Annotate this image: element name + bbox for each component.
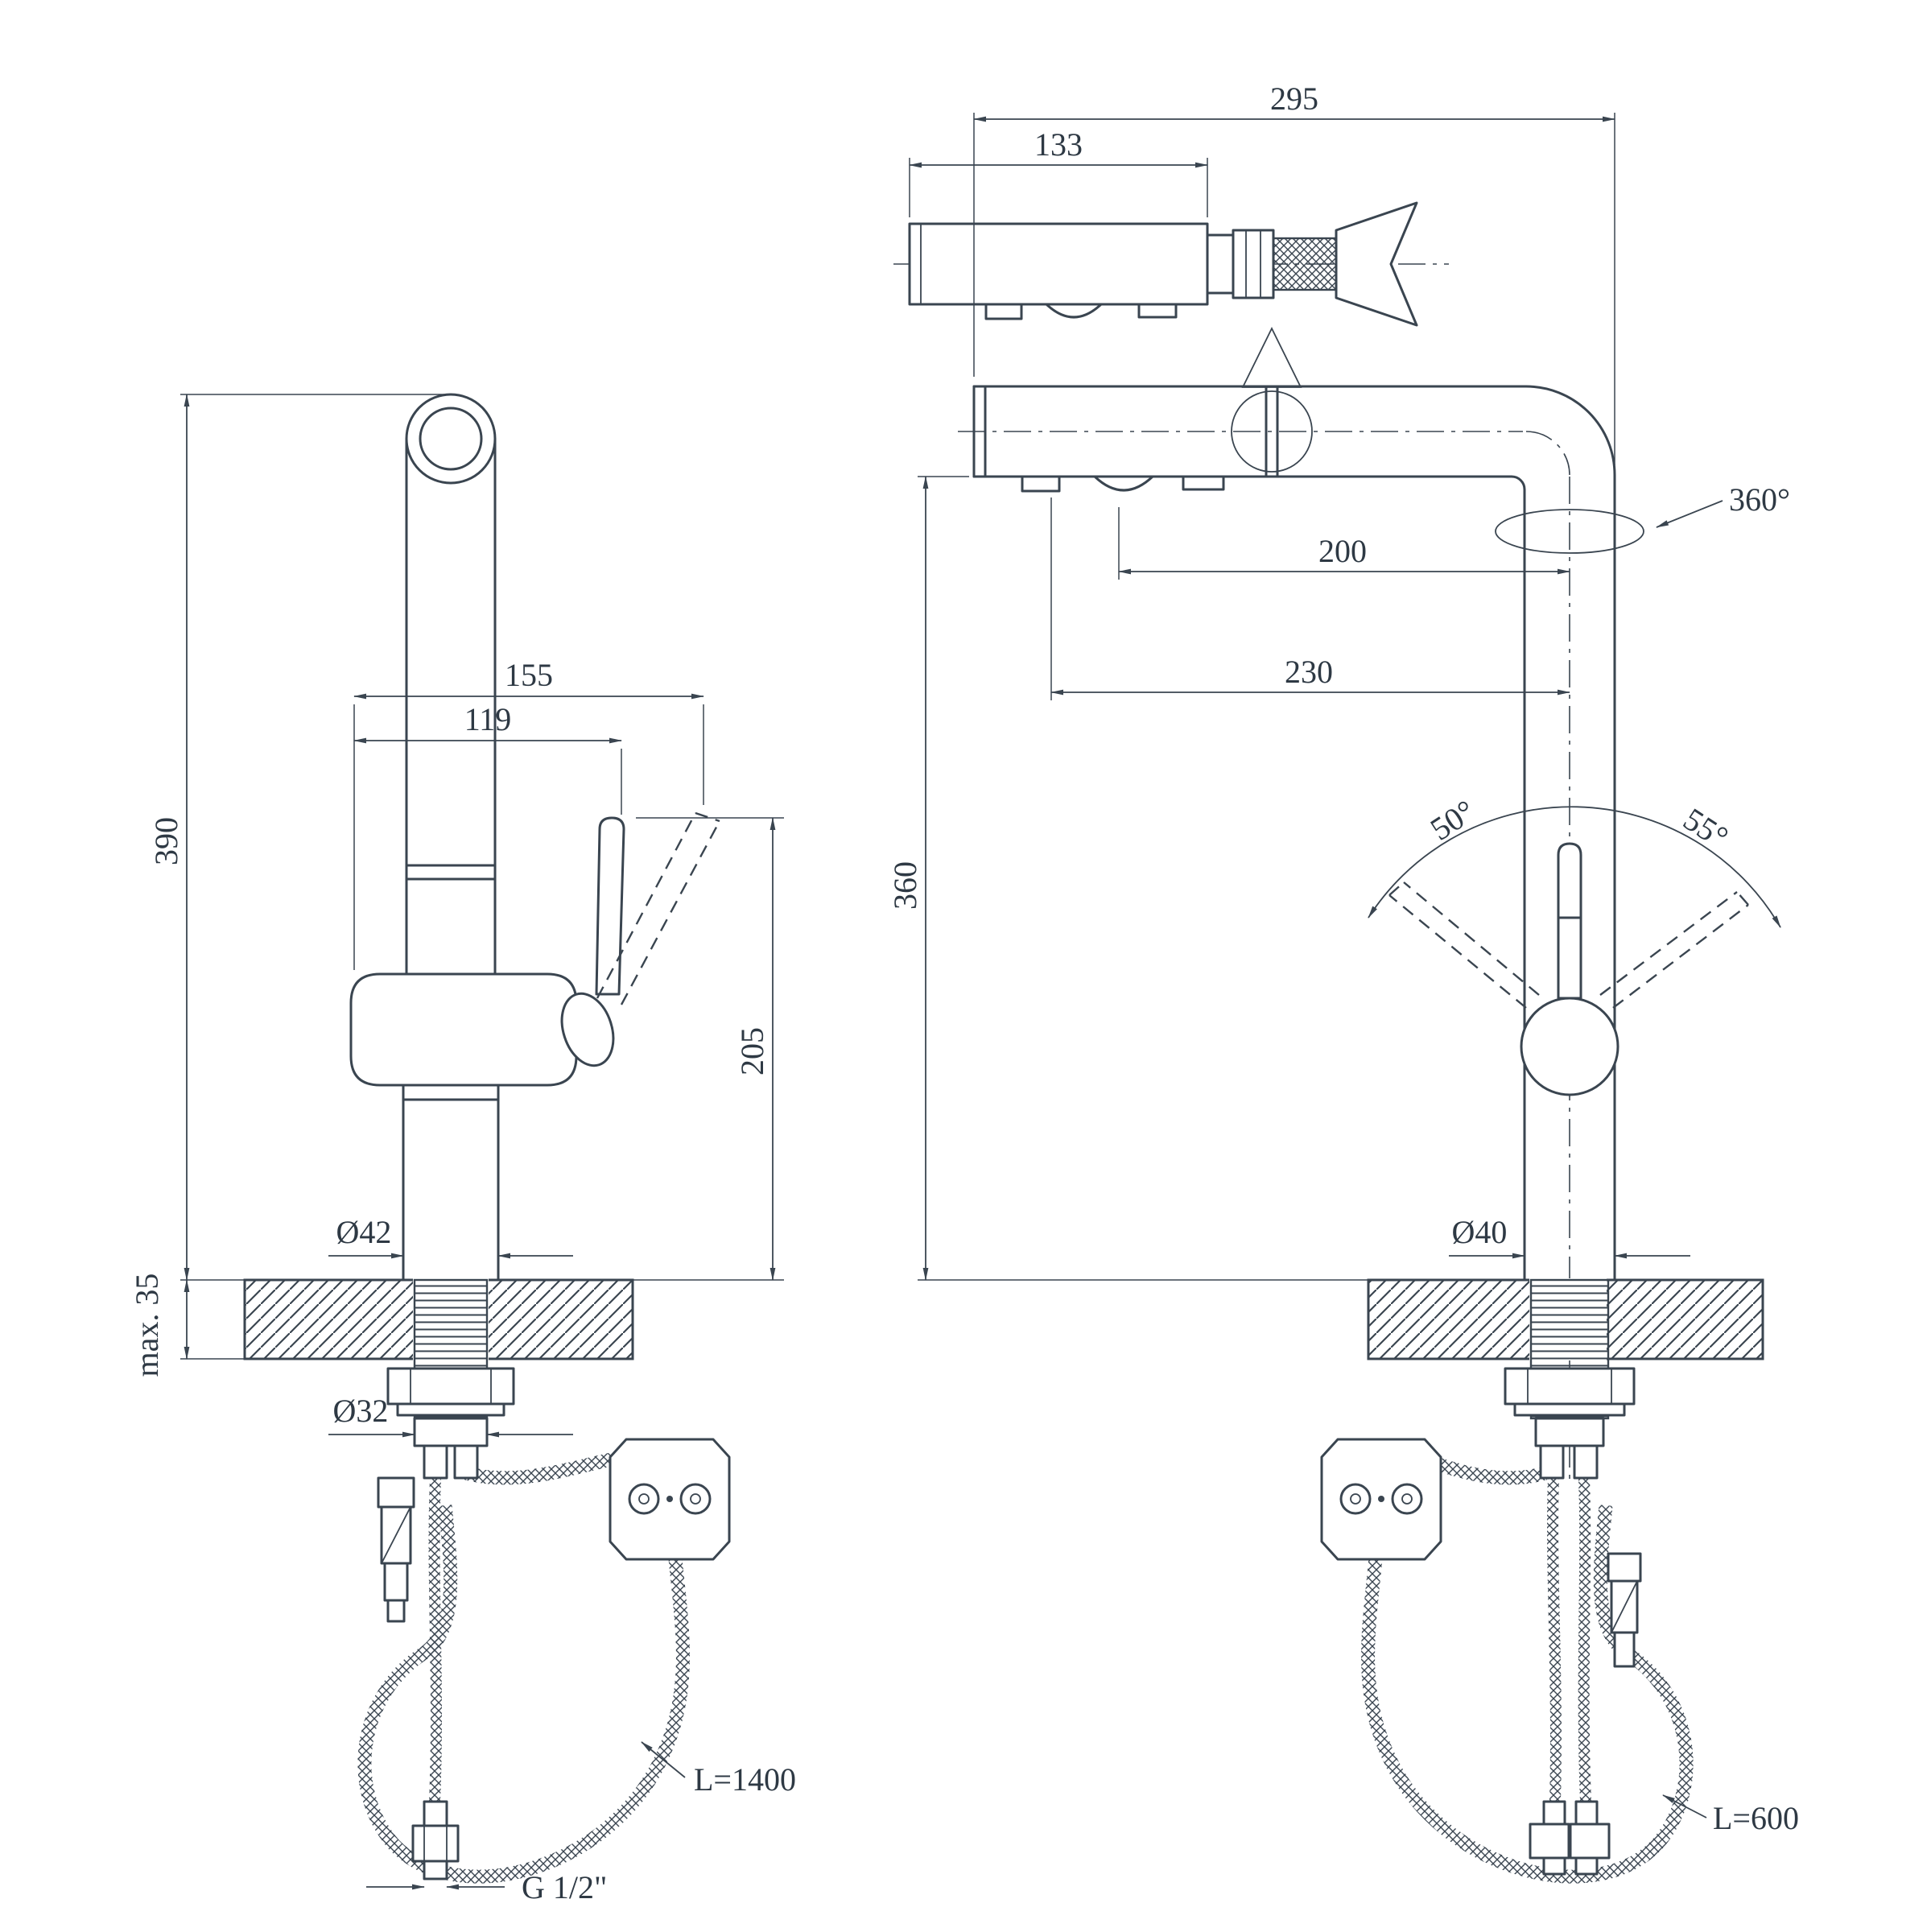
dim-295: 295 xyxy=(973,80,1615,465)
handle-alt-left-50 xyxy=(1388,881,1540,1009)
dim-119-label: 119 xyxy=(464,701,512,737)
dim-295-label: 295 xyxy=(1270,80,1318,117)
sprayer-detail xyxy=(893,201,1449,327)
pipe-button-2 xyxy=(1182,475,1225,491)
bottom-connectors-right xyxy=(1529,1800,1611,1876)
rotation-indicator: 360° xyxy=(1495,481,1790,554)
handle-swing-arc xyxy=(1368,806,1781,928)
dim-thread: G 1/2" xyxy=(366,1869,607,1905)
dim-230: 230 xyxy=(1050,497,1570,700)
dim-155-label: 155 xyxy=(505,657,553,693)
dim-200: 200 xyxy=(1118,507,1570,580)
dim-d42: Ø42 xyxy=(328,1214,573,1259)
right-view: 133 295 360° 2 xyxy=(887,80,1799,1884)
hose-weight-left xyxy=(609,1438,731,1561)
label-hose-600: L=600 xyxy=(1662,1794,1799,1836)
handle-lever-front xyxy=(1557,842,1582,1000)
dim-119: 119 xyxy=(353,701,622,815)
supply-hose-right-1 xyxy=(1547,1477,1562,1802)
handle-ball-joint xyxy=(1520,997,1619,1096)
dim-d40-label: Ø40 xyxy=(1452,1214,1508,1250)
pipe-outer-edge xyxy=(972,385,1616,1282)
pipe-centerline-bend xyxy=(1525,431,1570,476)
dim-thread-label: G 1/2" xyxy=(522,1869,607,1905)
mounting-shank-right xyxy=(1504,1278,1636,1480)
handle-lever xyxy=(595,816,625,996)
handle-lever-alt-position xyxy=(596,811,721,1005)
mounting-shank-left xyxy=(386,1278,515,1480)
hose-600-label: L=600 xyxy=(1713,1800,1799,1836)
handle-alt-right-55 xyxy=(1599,891,1749,1009)
dim-200-label: 200 xyxy=(1318,533,1367,569)
dim-390: 390 xyxy=(148,394,448,1281)
spout-top-circle-inner xyxy=(419,407,483,471)
dim-max35: max. 35 xyxy=(129,1274,245,1377)
dim-230-label: 230 xyxy=(1285,654,1333,690)
check-valve-left xyxy=(377,1476,415,1623)
pipe-button-1 xyxy=(1021,475,1061,493)
hose-end-fork xyxy=(1335,201,1418,327)
pipe-button-dome xyxy=(1093,475,1154,492)
junction-marker-triangle xyxy=(1241,326,1302,388)
dim-360deg-label: 360° xyxy=(1729,481,1790,518)
handle-boss xyxy=(560,992,615,1067)
junction-detail-circle xyxy=(1231,390,1313,473)
dim-155: 155 xyxy=(353,657,704,970)
hose-weight-right xyxy=(1320,1438,1442,1561)
dim-d42-label: Ø42 xyxy=(336,1214,392,1250)
dim-205: 205 xyxy=(633,817,784,1281)
left-view: 390 max. 35 155 119 205 Ø42 xyxy=(129,393,796,1905)
dim-360-label: 360 xyxy=(887,861,923,910)
mixer-body xyxy=(349,972,578,1087)
dim-133: 133 xyxy=(909,126,1208,217)
check-valve-right xyxy=(1607,1552,1642,1668)
dim-d40: Ø40 xyxy=(1449,1214,1690,1259)
dim-d32: Ø32 xyxy=(328,1393,573,1438)
dim-d32-label: Ø32 xyxy=(333,1393,389,1429)
dim-55deg-label: 55° xyxy=(1677,801,1735,856)
dim-205-label: 205 xyxy=(734,1027,770,1075)
supply-hose-right-2 xyxy=(1578,1477,1591,1802)
hose-1400-label: L=1400 xyxy=(694,1761,796,1798)
bottom-connector-left xyxy=(411,1800,460,1880)
dim-360: 360 xyxy=(887,476,1368,1281)
dim-133-label: 133 xyxy=(1034,126,1083,163)
pipe-inner-edge xyxy=(972,475,1526,1282)
dim-max35-label: max. 35 xyxy=(129,1274,165,1377)
label-hose-1400: L=1400 xyxy=(641,1741,796,1798)
dim-390-label: 390 xyxy=(148,817,184,865)
dim-50deg-label: 50° xyxy=(1424,793,1481,848)
